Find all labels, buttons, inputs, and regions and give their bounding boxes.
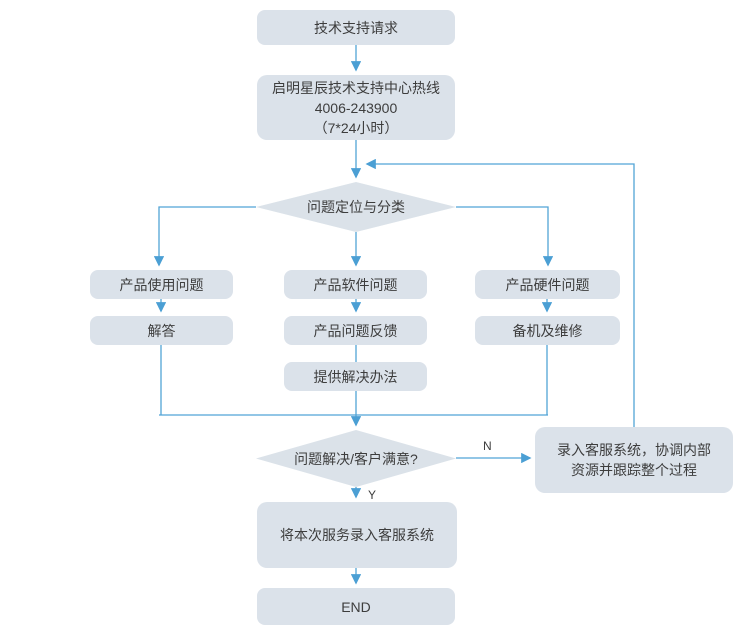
node-hardware-problem: 产品硬件问题 — [475, 270, 620, 299]
node-repair-label: 备机及维修 — [512, 322, 583, 339]
node-crm-track-line2: 资源并跟踪整个过程 — [571, 462, 697, 478]
node-issue-feedback-label: 产品问题反馈 — [313, 322, 398, 339]
node-repair: 备机及维修 — [475, 316, 620, 345]
node-record-service-label: 将本次服务录入客服系统 — [280, 527, 434, 543]
node-end: END — [257, 588, 455, 625]
edge-label-yes: Y — [368, 488, 377, 502]
edge-classify-to-usage — [153, 206, 256, 267]
node-crm-track: 录入客服系统，协调内部 资源并跟踪整个过程 — [535, 427, 733, 493]
node-hotline: 启明星辰技术支持中心热线 4006-243900 （7*24小时） — [257, 75, 455, 140]
node-crm-track-line1: 录入客服系统，协调内部 — [557, 442, 711, 458]
edge-crm-feedback-to-classify — [365, 158, 635, 427]
node-software-label: 产品软件问题 — [313, 276, 398, 293]
node-solution: 提供解决办法 — [284, 362, 427, 391]
node-usage-problem: 产品使用问题 — [90, 270, 233, 299]
node-end-label: END — [341, 598, 371, 615]
node-start: 技术支持请求 — [257, 10, 455, 45]
node-start-label: 技术支持请求 — [314, 19, 398, 36]
edge-label-no: N — [483, 439, 492, 453]
node-issue-feedback: 产品问题反馈 — [284, 316, 427, 345]
node-answer: 解答 — [90, 316, 233, 345]
node-answer-label: 解答 — [147, 322, 176, 339]
node-hardware-label: 产品硬件问题 — [505, 276, 590, 293]
node-usage-label: 产品使用问题 — [119, 276, 204, 293]
node-hotline-line1: 启明星辰技术支持中心热线 — [272, 79, 440, 96]
edge-classify-to-hardware — [456, 206, 554, 267]
node-satisfied-label: 问题解决/客户满意? — [294, 450, 418, 467]
node-hotline-line2: 4006-243900 — [314, 99, 398, 116]
node-record-service: 将本次服务录入客服系统 — [257, 502, 457, 568]
node-solution-label: 提供解决办法 — [313, 368, 398, 385]
node-classify-label: 问题定位与分类 — [307, 199, 405, 215]
node-hotline-line3: （7*24小时） — [313, 119, 399, 136]
node-software-problem: 产品软件问题 — [284, 270, 427, 299]
